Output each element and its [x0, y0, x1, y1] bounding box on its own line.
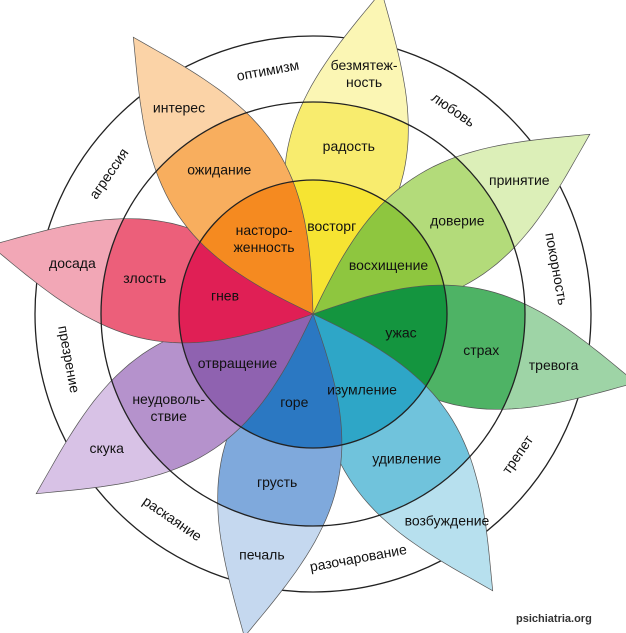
dyad-label-1: любовь — [429, 89, 479, 130]
petal-trust-label-3: принятие — [489, 172, 550, 188]
labels-layer: восторг радость безмятеж-ность восхищение до… — [49, 57, 579, 563]
outer-ring — [34, 35, 592, 593]
petal-disgust-label-2: неудоволь-ствие — [132, 391, 205, 424]
petal-disgust-middle-band — [101, 314, 313, 494]
dyad-label-8: оптимизм — [235, 57, 300, 84]
petal-disgust-label-3: скука — [89, 440, 124, 456]
petal-anticipation-outline — [132, 36, 314, 315]
petal-trust-middle-band — [313, 134, 525, 314]
petal-surprise-inner-band — [313, 314, 447, 448]
petal-surprise-middle-band — [313, 314, 493, 526]
petal-joy-label-3: безмятеж-ность — [331, 57, 398, 90]
petal-disgust-label-1: отвращение — [198, 355, 278, 371]
rings-layer — [34, 35, 592, 593]
petal-anger-label-1: гнев — [211, 287, 239, 303]
petal-trust — [313, 134, 590, 314]
petal-anticipation-label-1: насторо-женность — [233, 222, 294, 255]
petal-surprise — [313, 314, 493, 591]
petal-trust-inner-band — [313, 180, 447, 314]
petal-trust-label-1: восхищение — [349, 257, 429, 273]
petal-surprise-label-2: удивление — [372, 450, 441, 466]
inner-ring — [178, 179, 448, 449]
watermark: psichiatria.org — [516, 613, 592, 625]
petal-fear-label-2: страх — [463, 342, 499, 358]
petal-anger-label-2: злость — [123, 270, 166, 286]
middle-ring — [100, 101, 526, 527]
dyad-label-6: презрение — [55, 324, 83, 394]
dyad-label-4: разочарование — [308, 541, 408, 575]
petal-sadness-label-1: горе — [280, 394, 308, 410]
petal-disgust-inner-band — [179, 314, 313, 448]
petal-joy-label-1: восторг — [307, 218, 356, 234]
petal-anticipation-label-3: интерес — [153, 100, 205, 116]
petal-disgust — [36, 314, 313, 494]
petal-anticipation-middle-band — [133, 102, 313, 314]
dyad-label-7: агрессия — [86, 145, 132, 202]
petal-anticipation — [133, 37, 313, 314]
petal-fear-label-3: тревога — [529, 357, 579, 373]
petal-fear-label-1: ужас — [385, 325, 416, 341]
petal-sadness-label-3: печаль — [239, 547, 284, 563]
petal-sadness-label-2: грусть — [257, 474, 297, 490]
petal-anger-label-3: досада — [49, 255, 96, 271]
dyad-label-5: раскаяние — [140, 493, 205, 545]
dyad-label-3: трепет — [499, 432, 537, 477]
petal-anticipation-inner-band — [179, 180, 313, 314]
petal-surprise-label-3: возбуждение — [405, 512, 490, 528]
petal-surprise-label-1: изумление — [327, 382, 397, 398]
petal-joy-label-2: радость — [323, 138, 375, 154]
petal-trust-label-2: доверие — [430, 212, 485, 228]
petal-anticipation-label-2: ожидание — [187, 162, 251, 178]
inner-rings-layer — [100, 101, 526, 527]
dyad-label-2: покорность — [542, 231, 571, 306]
